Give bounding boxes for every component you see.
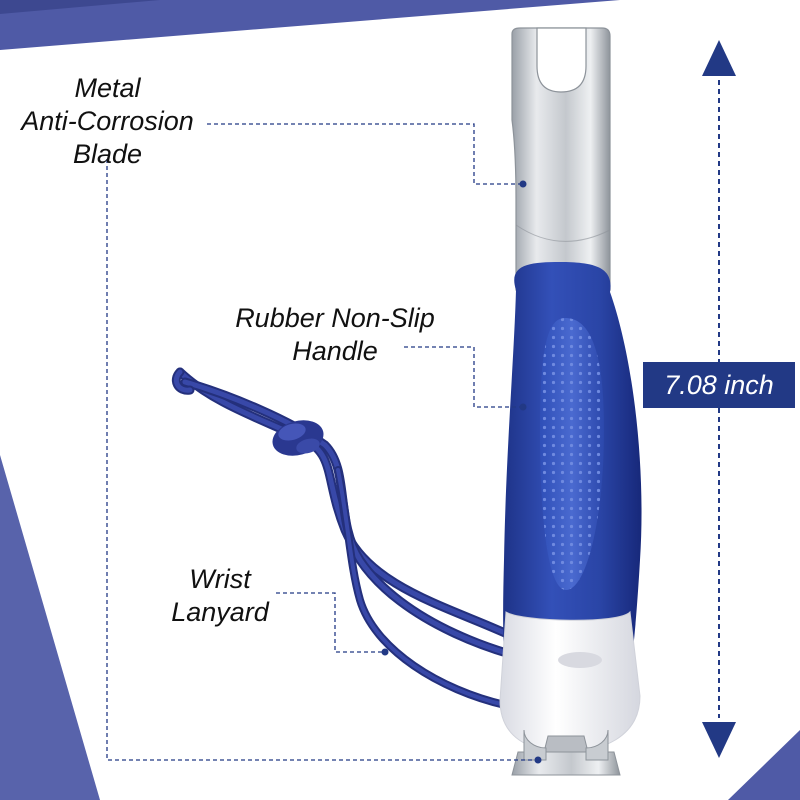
blade-callout-label: Metal Anti-Corrosion Blade	[0, 72, 215, 171]
handle-label-line-1: Rubber Non-Slip	[235, 303, 435, 333]
lanyard-knot	[272, 420, 324, 456]
lanyard-callout-label: Wrist Lanyard	[140, 563, 300, 629]
lanyard-label-line-1: Wrist	[189, 564, 251, 594]
lanyard-leader	[276, 592, 382, 653]
left-stripe	[0, 455, 100, 800]
handle-leader	[404, 346, 520, 408]
blade-label-line-1: Metal	[74, 73, 141, 103]
top-stripe	[0, 0, 620, 50]
rubber-handle	[503, 262, 642, 690]
lanyard-cord	[171, 367, 585, 709]
tip-leader	[106, 159, 534, 761]
lanyard-label-line-2: Lanyard	[171, 597, 269, 627]
bottom-right-stripe	[728, 730, 800, 800]
blade-leader	[207, 123, 520, 185]
metal-blade	[511, 27, 611, 291]
callout-dots	[381, 180, 542, 764]
dimension-arrow	[702, 40, 736, 758]
blade-label-line-3: Blade	[72, 139, 143, 169]
callout-leaders	[106, 123, 534, 761]
handle-callout-label: Rubber Non-Slip Handle	[210, 302, 460, 368]
top-stripe-shadow	[0, 0, 160, 14]
dimension-badge: 7.08 inch	[643, 362, 795, 408]
end-cap	[499, 610, 641, 753]
handle-label-line-2: Handle	[292, 336, 378, 366]
blade-label-line-2: Anti-Corrosion	[21, 106, 194, 136]
